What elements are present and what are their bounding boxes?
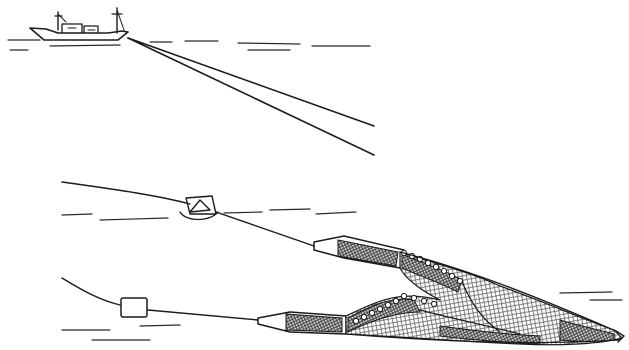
- otter-board-icon: [121, 298, 147, 317]
- lower-bridle: [62, 278, 258, 320]
- trawl-net: [258, 236, 624, 345]
- towing-warps: [128, 38, 374, 155]
- float-buoy-icon: [180, 196, 218, 220]
- upper-bridle: [62, 182, 314, 246]
- surface-waves: [8, 40, 370, 50]
- trawler-icon: [30, 8, 128, 40]
